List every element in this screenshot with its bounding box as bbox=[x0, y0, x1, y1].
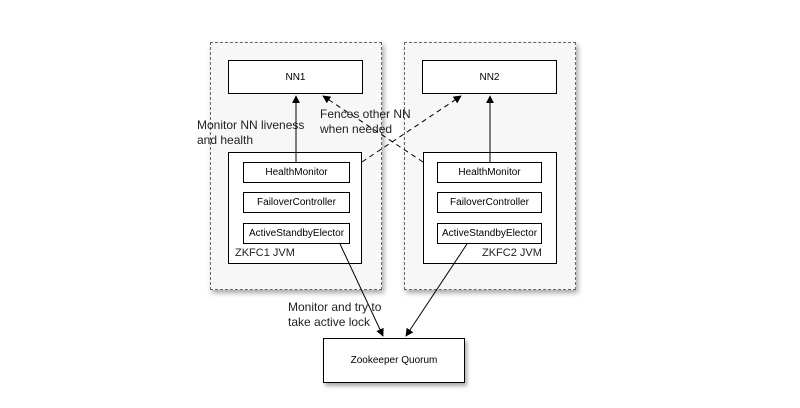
zookeeper-quorum-node: Zookeeper Quorum bbox=[323, 338, 465, 383]
lock-line-1: Monitor and try to bbox=[288, 300, 382, 314]
edge-elector1-to-zookeeper bbox=[339, 243, 384, 337]
zkfc1-failover-controller: FailoverController bbox=[243, 192, 350, 213]
lock-annotation: Monitor and try to take active lock bbox=[288, 300, 381, 330]
nn2-node: NN2 bbox=[422, 60, 557, 94]
fences-line-1: Fences other NN bbox=[320, 107, 411, 121]
fences-annotation: Fences other NN when needed bbox=[320, 107, 411, 137]
monitor-nn-line-1: Monitor NN liveness bbox=[197, 118, 305, 132]
fences-line-2: when needed bbox=[320, 122, 393, 136]
monitor-nn-line-2: and health bbox=[197, 133, 254, 147]
zkfc1-elector: ActiveStandbyElector bbox=[243, 223, 350, 244]
zkfc1-health-monitor: HealthMonitor bbox=[243, 162, 350, 183]
zkfc2-jvm-label: ZKFC2 JVM bbox=[482, 247, 542, 259]
zkfc2-elector: ActiveStandbyElector bbox=[437, 223, 542, 244]
edge-zkfc1-fences-nn2 bbox=[361, 95, 462, 163]
zkfc1-jvm-label: ZKFC1 JVM bbox=[235, 247, 295, 259]
zkfc2-failover-controller: FailoverController bbox=[437, 192, 542, 213]
lock-line-2: take active lock bbox=[288, 315, 371, 329]
nn1-node: NN1 bbox=[228, 60, 363, 94]
edge-zkfc2-fences-nn1 bbox=[322, 95, 424, 163]
edge-elector2-to-zookeeper bbox=[405, 243, 468, 337]
zkfc2-health-monitor: HealthMonitor bbox=[437, 162, 542, 183]
monitor-nn-annotation: Monitor NN liveness and health bbox=[197, 118, 304, 148]
